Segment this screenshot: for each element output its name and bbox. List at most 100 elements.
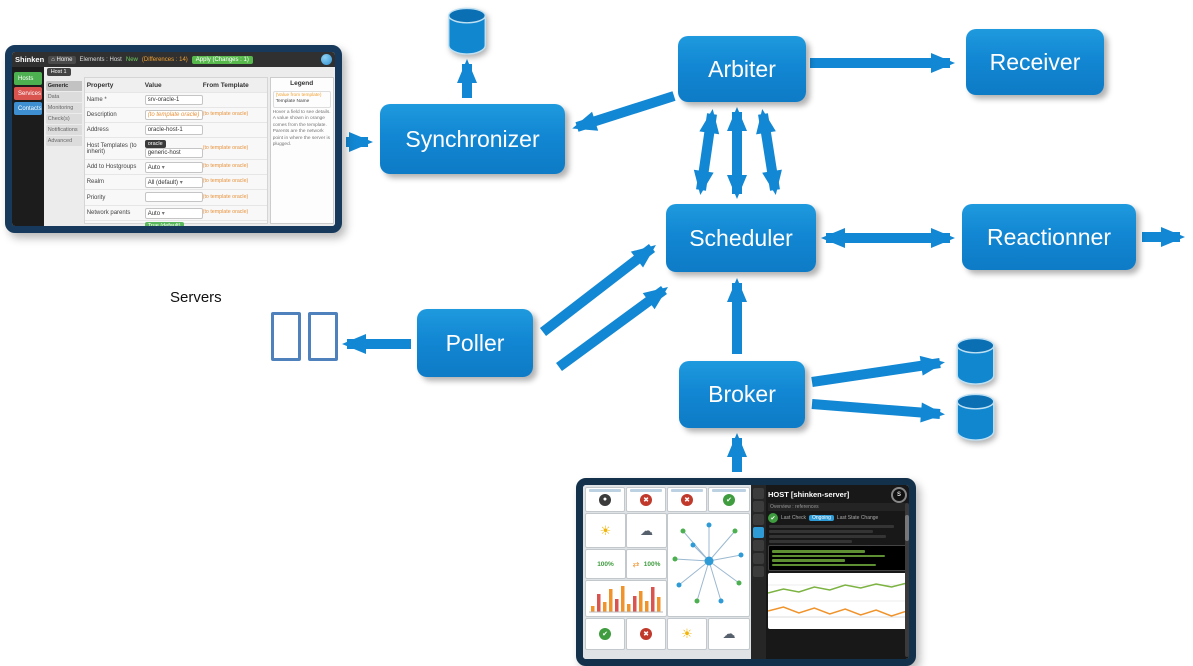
table-row: Priority (to template oracle): [84, 190, 267, 206]
table-row: Host Templates (to inherit) oraclegeneri…: [84, 138, 267, 160]
tab-notifications[interactable]: Notifications: [45, 125, 82, 135]
host-title: HOST [shinken-server] S: [768, 486, 907, 503]
arrow-broker-to-db2: [811, 399, 945, 423]
webui-screenshot: ● ✖ ✖ ✔ ☀ ☁: [576, 478, 916, 666]
tab-advanced[interactable]: Advanced: [45, 136, 82, 146]
shinken-badge-icon: S: [891, 486, 907, 503]
host-icon: ●: [599, 493, 611, 506]
metrics-chart[interactable]: [767, 573, 908, 629]
tab-checks[interactable]: Check(s): [45, 114, 82, 124]
cloud-icon: ☁: [640, 522, 653, 538]
alert-icon: ✖: [640, 628, 652, 640]
node-arbiter: Arbiter: [678, 36, 806, 102]
dashboard-tile[interactable]: ✖: [667, 487, 707, 512]
realm-select[interactable]: All (default): [144, 176, 203, 188]
template-tag[interactable]: oracle: [144, 139, 166, 148]
network-map-graph: [672, 522, 744, 604]
weather-tile[interactable]: ☀: [667, 618, 707, 650]
inherit-from-template-button[interactable]: Inherit from template: [145, 228, 201, 234]
hostgroups-select[interactable]: Auto: [144, 161, 203, 173]
servers-label: Servers: [170, 289, 222, 306]
weather-tile[interactable]: ☀: [585, 513, 626, 548]
dashboard-tile[interactable]: ✔: [708, 487, 750, 512]
scrollbar[interactable]: [905, 503, 909, 657]
apply-button[interactable]: Apply (Changes : 1): [191, 55, 253, 64]
table-row: Realm All (default) (to template oracle): [84, 175, 267, 190]
avatar[interactable]: [321, 54, 332, 65]
dashboard-tile[interactable]: ●: [585, 487, 625, 512]
ongoing-chip[interactable]: Ongoing: [809, 515, 834, 521]
menu-icon[interactable]: [753, 488, 764, 499]
dashboard-panel: ● ✖ ✖ ✔ ☀ ☁: [583, 485, 751, 659]
priority-input[interactable]: [144, 191, 203, 202]
host-subtitle: Overview : references: [768, 503, 907, 511]
tab-data[interactable]: Data: [45, 92, 82, 102]
arrow-poller-to-scheduler-2: [556, 285, 669, 372]
differences-badge: (Differences : 14): [141, 56, 188, 63]
dashboard-tile[interactable]: ✖: [626, 618, 666, 650]
sidebar-item-services[interactable]: Services: [14, 87, 42, 100]
server-icon: [271, 312, 301, 361]
webui-icon-bar: [751, 485, 766, 659]
gauge-tile[interactable]: ⇄ 100%: [626, 549, 667, 579]
dashboard-tile[interactable]: ✔: [585, 618, 625, 650]
arrow-broker-to-db1: [811, 355, 945, 387]
hosts-icon[interactable]: [753, 501, 764, 512]
server-icon: [308, 312, 338, 361]
weather-tile[interactable]: ☁: [626, 513, 667, 548]
node-broker: Broker: [679, 361, 805, 428]
table-header: Property Value From Template: [84, 78, 267, 93]
parents-select[interactable]: Auto: [144, 207, 203, 219]
home-icon: ⌂: [51, 56, 55, 63]
table-row: Network parents Auto (to template oracle…: [84, 206, 267, 221]
table-row-enabled: Enabled True (default) False Inherit fro…: [85, 221, 267, 234]
sidebar-item-hosts[interactable]: Hosts: [14, 72, 42, 85]
node-synchronizer: Synchronizer: [380, 104, 565, 174]
sun-icon: ☀: [599, 522, 612, 538]
description-input[interactable]: (to template oracle): [144, 110, 203, 120]
config-sidebar: Hosts Services Contacts: [12, 67, 44, 226]
database-icon: [953, 336, 998, 386]
form-tabs: Generic Data Monitoring Check(s) Notific…: [45, 77, 82, 224]
address-input[interactable]: oracle-host-1: [144, 125, 203, 135]
breadcrumb: Elements : Host: [79, 56, 122, 63]
ok-icon: ✔: [723, 493, 735, 506]
templates-input[interactable]: generic-host: [144, 147, 203, 158]
arrow-arbiter-scheduler-right: [756, 109, 782, 195]
cloud-icon: ☁: [722, 626, 736, 641]
arrow-arbiter-scheduler-left: [693, 109, 720, 195]
gauge-tile[interactable]: 100%: [585, 549, 626, 579]
tab-monitoring[interactable]: Monitoring: [45, 103, 82, 113]
enabled-false-button[interactable]: False: [145, 228, 166, 234]
sidebar-item-contacts[interactable]: Contacts: [14, 102, 42, 115]
network-map-tile[interactable]: [667, 513, 750, 617]
scrollbar-thumb[interactable]: [905, 515, 909, 541]
table-row: Address oracle-host-1: [84, 123, 267, 138]
services-icon[interactable]: [753, 514, 764, 525]
tab-generic[interactable]: Generic: [45, 81, 82, 91]
dashboard-icon[interactable]: [753, 527, 764, 538]
name-input[interactable]: srv-oracle-1: [144, 95, 203, 105]
tooltip-popup: [768, 545, 907, 571]
legend-body: Hover a field to see details. A value sh…: [272, 109, 331, 148]
transfer-arrows-icon: ⇄: [632, 559, 640, 569]
sun-icon: ☀: [681, 626, 693, 641]
node-reactionner: Reactionner: [962, 204, 1136, 270]
alert-icon: ✖: [681, 493, 693, 506]
bar-chart-tile[interactable]: [585, 580, 667, 617]
config-topbar: Shinken ⌂ Home Elements : Host New (Diff…: [12, 52, 335, 67]
node-scheduler: Scheduler: [666, 204, 816, 272]
graphs-icon[interactable]: [753, 540, 764, 551]
home-button[interactable]: ⌂ Home: [48, 55, 76, 64]
database-icon: [953, 392, 998, 442]
logs-icon[interactable]: [753, 553, 764, 564]
table-row: Description (to template oracle) (to tem…: [84, 108, 267, 123]
weather-tile[interactable]: ☁: [708, 618, 750, 650]
enabled-true-button[interactable]: True (default): [144, 221, 184, 226]
dashboard-tile[interactable]: ✖: [626, 487, 666, 512]
settings-icon[interactable]: [753, 566, 764, 577]
host-detail-panel: HOST [shinken-server] S Overview : refer…: [766, 485, 909, 659]
state-ok-icon: ✔: [768, 513, 778, 523]
alert-icon: ✖: [640, 493, 652, 506]
